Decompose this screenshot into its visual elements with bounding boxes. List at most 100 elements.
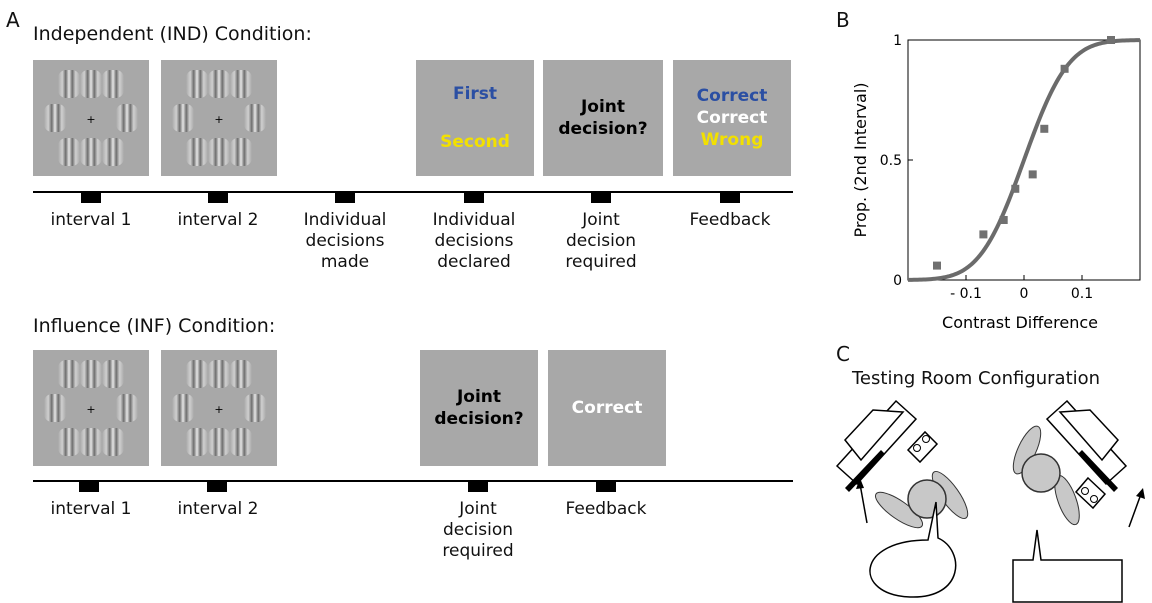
inf-joint-decision-screen: Joint decision? — [420, 350, 538, 466]
ind-feedback-line2: Correct — [696, 108, 768, 128]
inf-stimulus-interval-1: + — [33, 350, 149, 466]
ind-first-text: First — [452, 84, 498, 104]
left-keypad-icon — [906, 430, 939, 464]
fixation-cross: + — [86, 403, 95, 416]
x-tick-label: - 0.1 — [950, 286, 982, 302]
gabor-patch — [208, 138, 230, 166]
left-person — [874, 470, 969, 529]
ind-stimulus-interval-1: + — [33, 60, 149, 176]
left-monitor — [835, 399, 918, 492]
gabor-patch — [186, 360, 208, 388]
ind-label-interval-2: interval 2 — [177, 210, 259, 230]
y-tick-label: 0.5 — [880, 153, 902, 169]
x-axis-label: Contrast Difference — [942, 313, 1098, 332]
ind-label-feedback: Feedback — [689, 210, 771, 230]
data-point — [1060, 64, 1069, 73]
gabor-patch — [186, 428, 208, 456]
panel-c-title: Testing Room Configuration — [852, 368, 1101, 389]
gabor-patch — [172, 394, 194, 422]
gabor-patch — [58, 428, 80, 456]
data-point — [933, 261, 941, 270]
gabor-patch — [80, 138, 102, 166]
inf-feedback-screen: Correct — [548, 350, 666, 466]
y-axis-label: Prop. (2nd Interval) — [851, 82, 870, 237]
inf-label-feedback: Feedback — [565, 499, 647, 519]
ind-timeline-marker — [208, 192, 228, 203]
right-arrow-icon — [1128, 488, 1145, 528]
ind-timeline-marker — [720, 192, 740, 203]
inf-timeline-marker — [79, 481, 99, 492]
gabor-patch — [102, 138, 124, 166]
ind-timeline-marker — [81, 192, 101, 203]
y-tick-label: 1 — [893, 33, 902, 49]
gabor-patch — [230, 70, 252, 98]
ind-timeline-marker — [591, 192, 611, 203]
fixation-cross: + — [86, 113, 95, 126]
gabor-patch — [230, 360, 252, 388]
panel-b-label: B — [836, 8, 850, 32]
ind-feedback-line1: Correct — [696, 86, 768, 106]
gabor-patch — [44, 394, 66, 422]
gabor-patch — [80, 360, 102, 388]
fixation-cross: + — [214, 403, 223, 416]
inf-timeline — [33, 480, 793, 482]
inf-label-joint-required: Joint decision required — [442, 499, 514, 561]
ind-timeline — [33, 191, 793, 193]
gabor-patch — [102, 70, 124, 98]
speech-bubble-left — [869, 501, 957, 598]
ind-feedback-screen: Correct Correct Wrong — [673, 60, 791, 176]
ind-label-joint-required: Joint decision required — [565, 210, 637, 272]
inf-timeline-marker — [207, 481, 227, 492]
gabor-patch — [186, 70, 208, 98]
right-monitor — [1045, 399, 1128, 492]
gabor-patch — [244, 104, 266, 132]
ind-label-interval-1: interval 1 — [50, 210, 132, 230]
y-tick-label: 0 — [893, 273, 902, 289]
gabor-patch — [186, 138, 208, 166]
panel-c-label: C — [836, 342, 850, 366]
gabor-patch — [230, 428, 252, 456]
right-keypad-icon — [1074, 476, 1107, 510]
testing-room-diagram — [835, 399, 1145, 603]
ind-joint-line1: Joint — [580, 97, 626, 117]
ind-condition-title: Independent (IND) Condition: — [33, 23, 312, 45]
data-point — [979, 230, 988, 239]
ind-timeline-marker — [464, 192, 484, 203]
gabor-patch — [116, 104, 138, 132]
gabor-patch — [44, 104, 66, 132]
ind-second-text: Second — [440, 132, 510, 152]
left-arrow-icon — [856, 478, 868, 524]
fixation-cross: + — [214, 113, 223, 126]
gabor-patch — [208, 360, 230, 388]
ind-label-decisions-made: Individual decisions made — [303, 210, 387, 272]
data-point — [1107, 36, 1115, 44]
ind-individual-declared-screen: First Second — [416, 60, 534, 176]
data-point — [999, 216, 1008, 224]
speech-box-right — [1012, 529, 1123, 603]
gabor-patch — [102, 428, 124, 456]
inf-joint-line2: decision? — [434, 409, 524, 429]
data-point — [1011, 184, 1020, 193]
right-person — [1012, 425, 1080, 526]
gabor-patch — [102, 360, 124, 388]
ind-joint-line2: decision? — [558, 119, 648, 139]
ind-feedback-line3: Wrong — [700, 130, 764, 150]
gabor-patch — [208, 428, 230, 456]
inf-label-interval-1: interval 1 — [50, 499, 132, 519]
gabor-patch — [172, 104, 194, 132]
inf-feedback-text: Correct — [571, 398, 643, 418]
inf-condition-title: Influence (INF) Condition: — [33, 315, 276, 337]
ind-timeline-marker — [335, 192, 355, 203]
gabor-patch — [58, 360, 80, 388]
x-tick-label: 0.1 — [1071, 286, 1093, 302]
gabor-patch — [80, 428, 102, 456]
fit-curve — [907, 38, 1141, 282]
panel-a-label: A — [6, 8, 20, 32]
gabor-patch — [58, 70, 80, 98]
gabor-patch — [116, 394, 138, 422]
inf-timeline-marker — [596, 481, 616, 492]
data-point — [1040, 124, 1049, 133]
ind-joint-decision-screen: Joint decision? — [543, 60, 663, 176]
gabor-patch — [58, 138, 80, 166]
gabor-patch — [244, 394, 266, 422]
